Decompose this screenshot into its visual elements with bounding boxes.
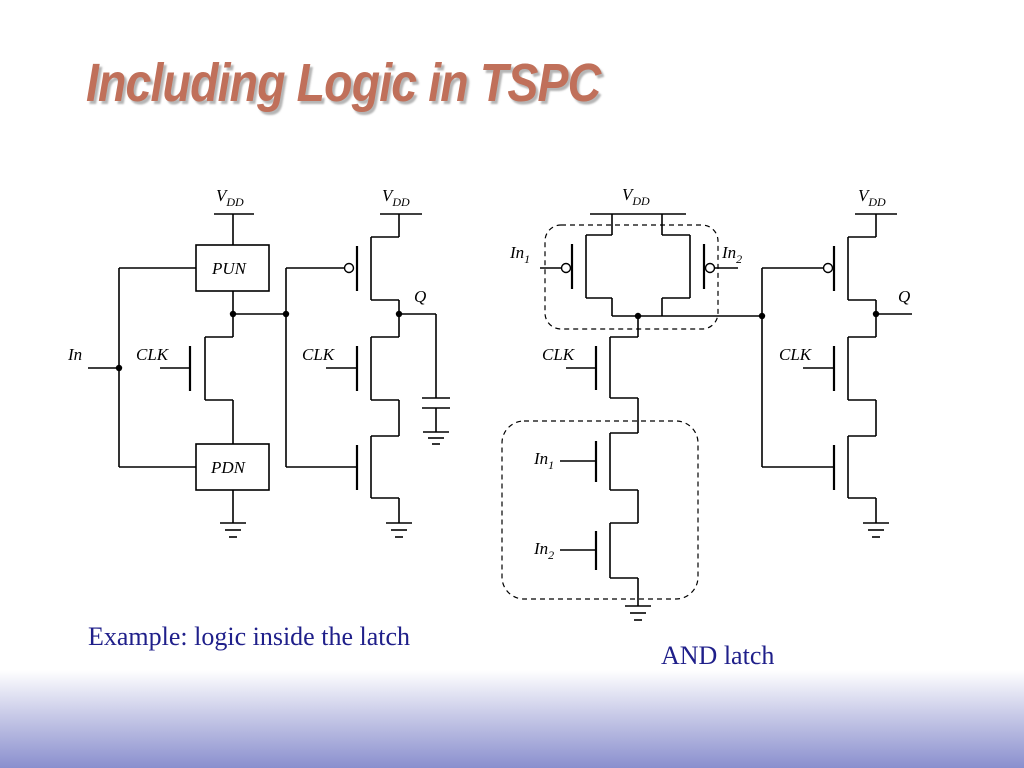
footer-gradient [0, 670, 1024, 768]
svg-text:In2: In2 [533, 539, 554, 562]
slide-title: Including Logic in TSPC [86, 53, 601, 113]
ground-2 [386, 522, 412, 538]
svg-text:VDD: VDD [216, 186, 244, 209]
nmos-in1: In1 [533, 432, 638, 491]
clk-label-4: CLK [779, 345, 813, 364]
svg-text:VDD: VDD [622, 185, 650, 208]
nmos-bottom-2 [355, 435, 399, 499]
vdd-supply-1: VDD [214, 186, 254, 245]
clk-nmos-3: CLK [542, 336, 638, 399]
and-latch-circuit: VDD In1 In2 [501, 185, 912, 621]
clk-nmos-4: CLK [779, 336, 876, 401]
clk-label-2: CLK [302, 345, 336, 364]
in-label: In [67, 345, 82, 364]
pun-label: PUN [211, 259, 248, 278]
pun-dashed-group [544, 224, 719, 330]
pdn-label: PDN [210, 458, 247, 477]
nmos-in2: In2 [533, 522, 638, 579]
load-capacitor [422, 397, 450, 445]
q-label-2: Q [898, 287, 910, 306]
pmos-in2: In2 [662, 234, 742, 299]
pmos-2 [355, 236, 399, 301]
left-circuit: VDD PUN CLK PDN In [67, 186, 450, 538]
vdd-supply-3: VDD [590, 185, 686, 235]
pdn-dashed-group [501, 420, 699, 600]
ground-4 [863, 522, 889, 538]
clk-nmos-1: CLK [136, 336, 233, 401]
vdd-supply-4: VDD [855, 186, 897, 237]
svg-text:VDD: VDD [858, 186, 886, 209]
q-label-1: Q [414, 287, 426, 306]
ground-3 [625, 605, 651, 621]
nmos-bottom-4 [832, 435, 876, 499]
caption-right: AND latch [661, 641, 775, 670]
clk-label-3: CLK [542, 345, 576, 364]
pmos-in1: In1 [509, 234, 612, 299]
caption-left: Example: logic inside the latch [88, 622, 411, 651]
vdd-supply-2: VDD [380, 186, 422, 237]
svg-text:In1: In1 [533, 449, 554, 472]
ground-1 [220, 522, 246, 538]
clk-label-1: CLK [136, 345, 170, 364]
pmos-4 [832, 236, 876, 301]
clk-nmos-2: CLK [302, 336, 399, 401]
svg-text:VDD: VDD [382, 186, 410, 209]
svg-text:In2: In2 [721, 243, 742, 266]
svg-text:In1: In1 [509, 243, 530, 266]
